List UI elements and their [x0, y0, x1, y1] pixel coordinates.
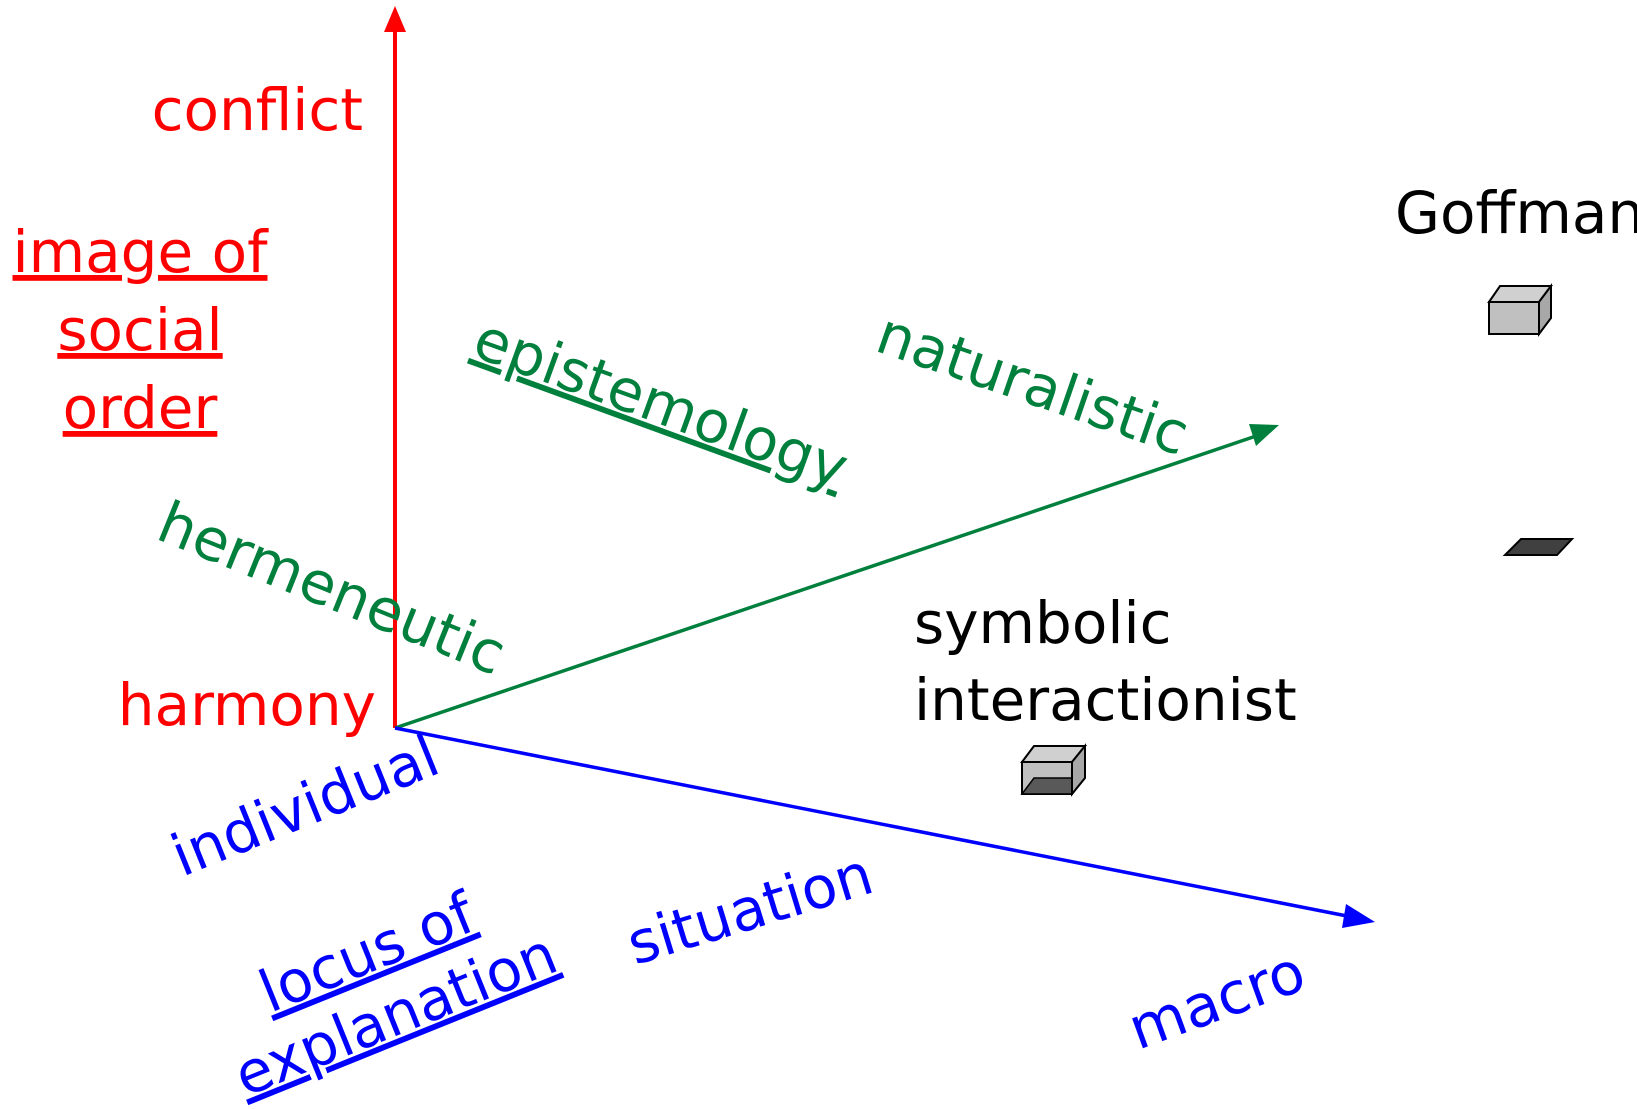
horizontal-axis-arrowhead — [1342, 904, 1375, 928]
depth-axis-far-label: naturalistic — [868, 299, 1197, 469]
si-cube-side-face — [1071, 743, 1086, 797]
depth-axis-arrowhead — [1249, 424, 1279, 446]
vertical-axis-top-label: conflict — [152, 76, 363, 144]
vertical-axis-title-line-2: social — [57, 296, 222, 364]
depth-axis-title: epistemology — [465, 304, 857, 502]
vertical-axis-group — [384, 6, 406, 728]
depth-axis-line — [394, 432, 1263, 730]
depth-axis-near-label: hermeneutic — [149, 488, 515, 689]
depth-axis-group — [394, 424, 1279, 730]
vertical-axis-arrowhead — [384, 6, 406, 32]
vertical-axis-title-line-1: image of — [13, 218, 270, 286]
vertical-axis-title-line-3: order — [63, 374, 218, 442]
symbolic-interactionist-label-line-2: interactionist — [914, 666, 1297, 734]
horizontal-axis-far-label: macro — [1120, 937, 1314, 1063]
goffman-label: Goffman — [1395, 179, 1637, 247]
horizontal-axis-group — [394, 726, 1375, 928]
vertical-axis-bottom-label: harmony — [118, 671, 376, 739]
symbolic-interactionist-cube-marker — [1020, 743, 1088, 797]
symbolic-interactionist-label-line-1: symbolic — [914, 589, 1171, 657]
goffman-shadow-marker — [1502, 538, 1575, 556]
horizontal-axis-line — [394, 726, 1353, 919]
goffman-cube-front-face — [1488, 301, 1540, 335]
goffman-cube-marker — [1487, 283, 1553, 337]
horizontal-axis-middle-label: situation — [619, 840, 880, 979]
goffman-cube-side-face — [1538, 283, 1552, 337]
horizontal-axis-near-label: individual — [162, 721, 448, 889]
